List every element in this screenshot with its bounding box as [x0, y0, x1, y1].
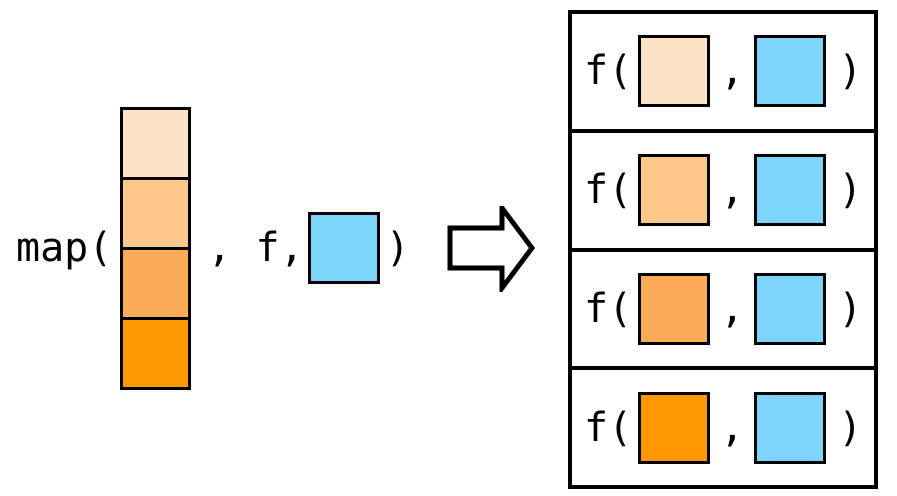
table-row: f( , ) [572, 366, 874, 485]
f-call-open-text: f( [584, 285, 633, 332]
first-arg-square [638, 391, 711, 464]
f-call-close-text: ) [838, 404, 863, 451]
second-arg-square [754, 154, 827, 227]
list-cell-2 [120, 176, 192, 250]
comma-text: , [720, 167, 745, 214]
comma-text: , [720, 285, 745, 332]
f-call-close-text: ) [838, 167, 863, 214]
right-block-arrow-icon [447, 200, 536, 296]
f-call-close-text: ) [838, 48, 863, 95]
map-expression: map( , f, ) [16, 0, 410, 496]
f-call-open-text: f( [584, 48, 633, 95]
first-arg-square [638, 35, 711, 108]
second-arg-square [754, 391, 827, 464]
map-call-close-text: ) [385, 225, 410, 271]
f-call-open-text: f( [584, 404, 633, 451]
second-arg-square [754, 272, 827, 345]
result-table: f( , ) f( , ) f( , ) f( , ) [568, 10, 878, 489]
first-arg-square [638, 154, 711, 227]
table-row: f( , ) [572, 247, 874, 367]
list-cell-1 [120, 106, 192, 180]
comma-text: , [720, 404, 745, 451]
table-row: f( , ) [572, 128, 874, 248]
map-call-args-text: , f, [207, 225, 304, 271]
input-list-stack [120, 106, 192, 390]
second-arg-square [307, 212, 380, 284]
f-call-close-text: ) [838, 285, 863, 332]
first-arg-square [638, 272, 711, 345]
f-call-open-text: f( [584, 167, 633, 214]
list-cell-4 [120, 316, 192, 390]
map-call-open-text: map( [16, 225, 113, 271]
list-cell-3 [120, 246, 192, 320]
second-arg-square [754, 35, 827, 108]
table-row: f( , ) [572, 14, 874, 129]
comma-text: , [720, 48, 745, 95]
